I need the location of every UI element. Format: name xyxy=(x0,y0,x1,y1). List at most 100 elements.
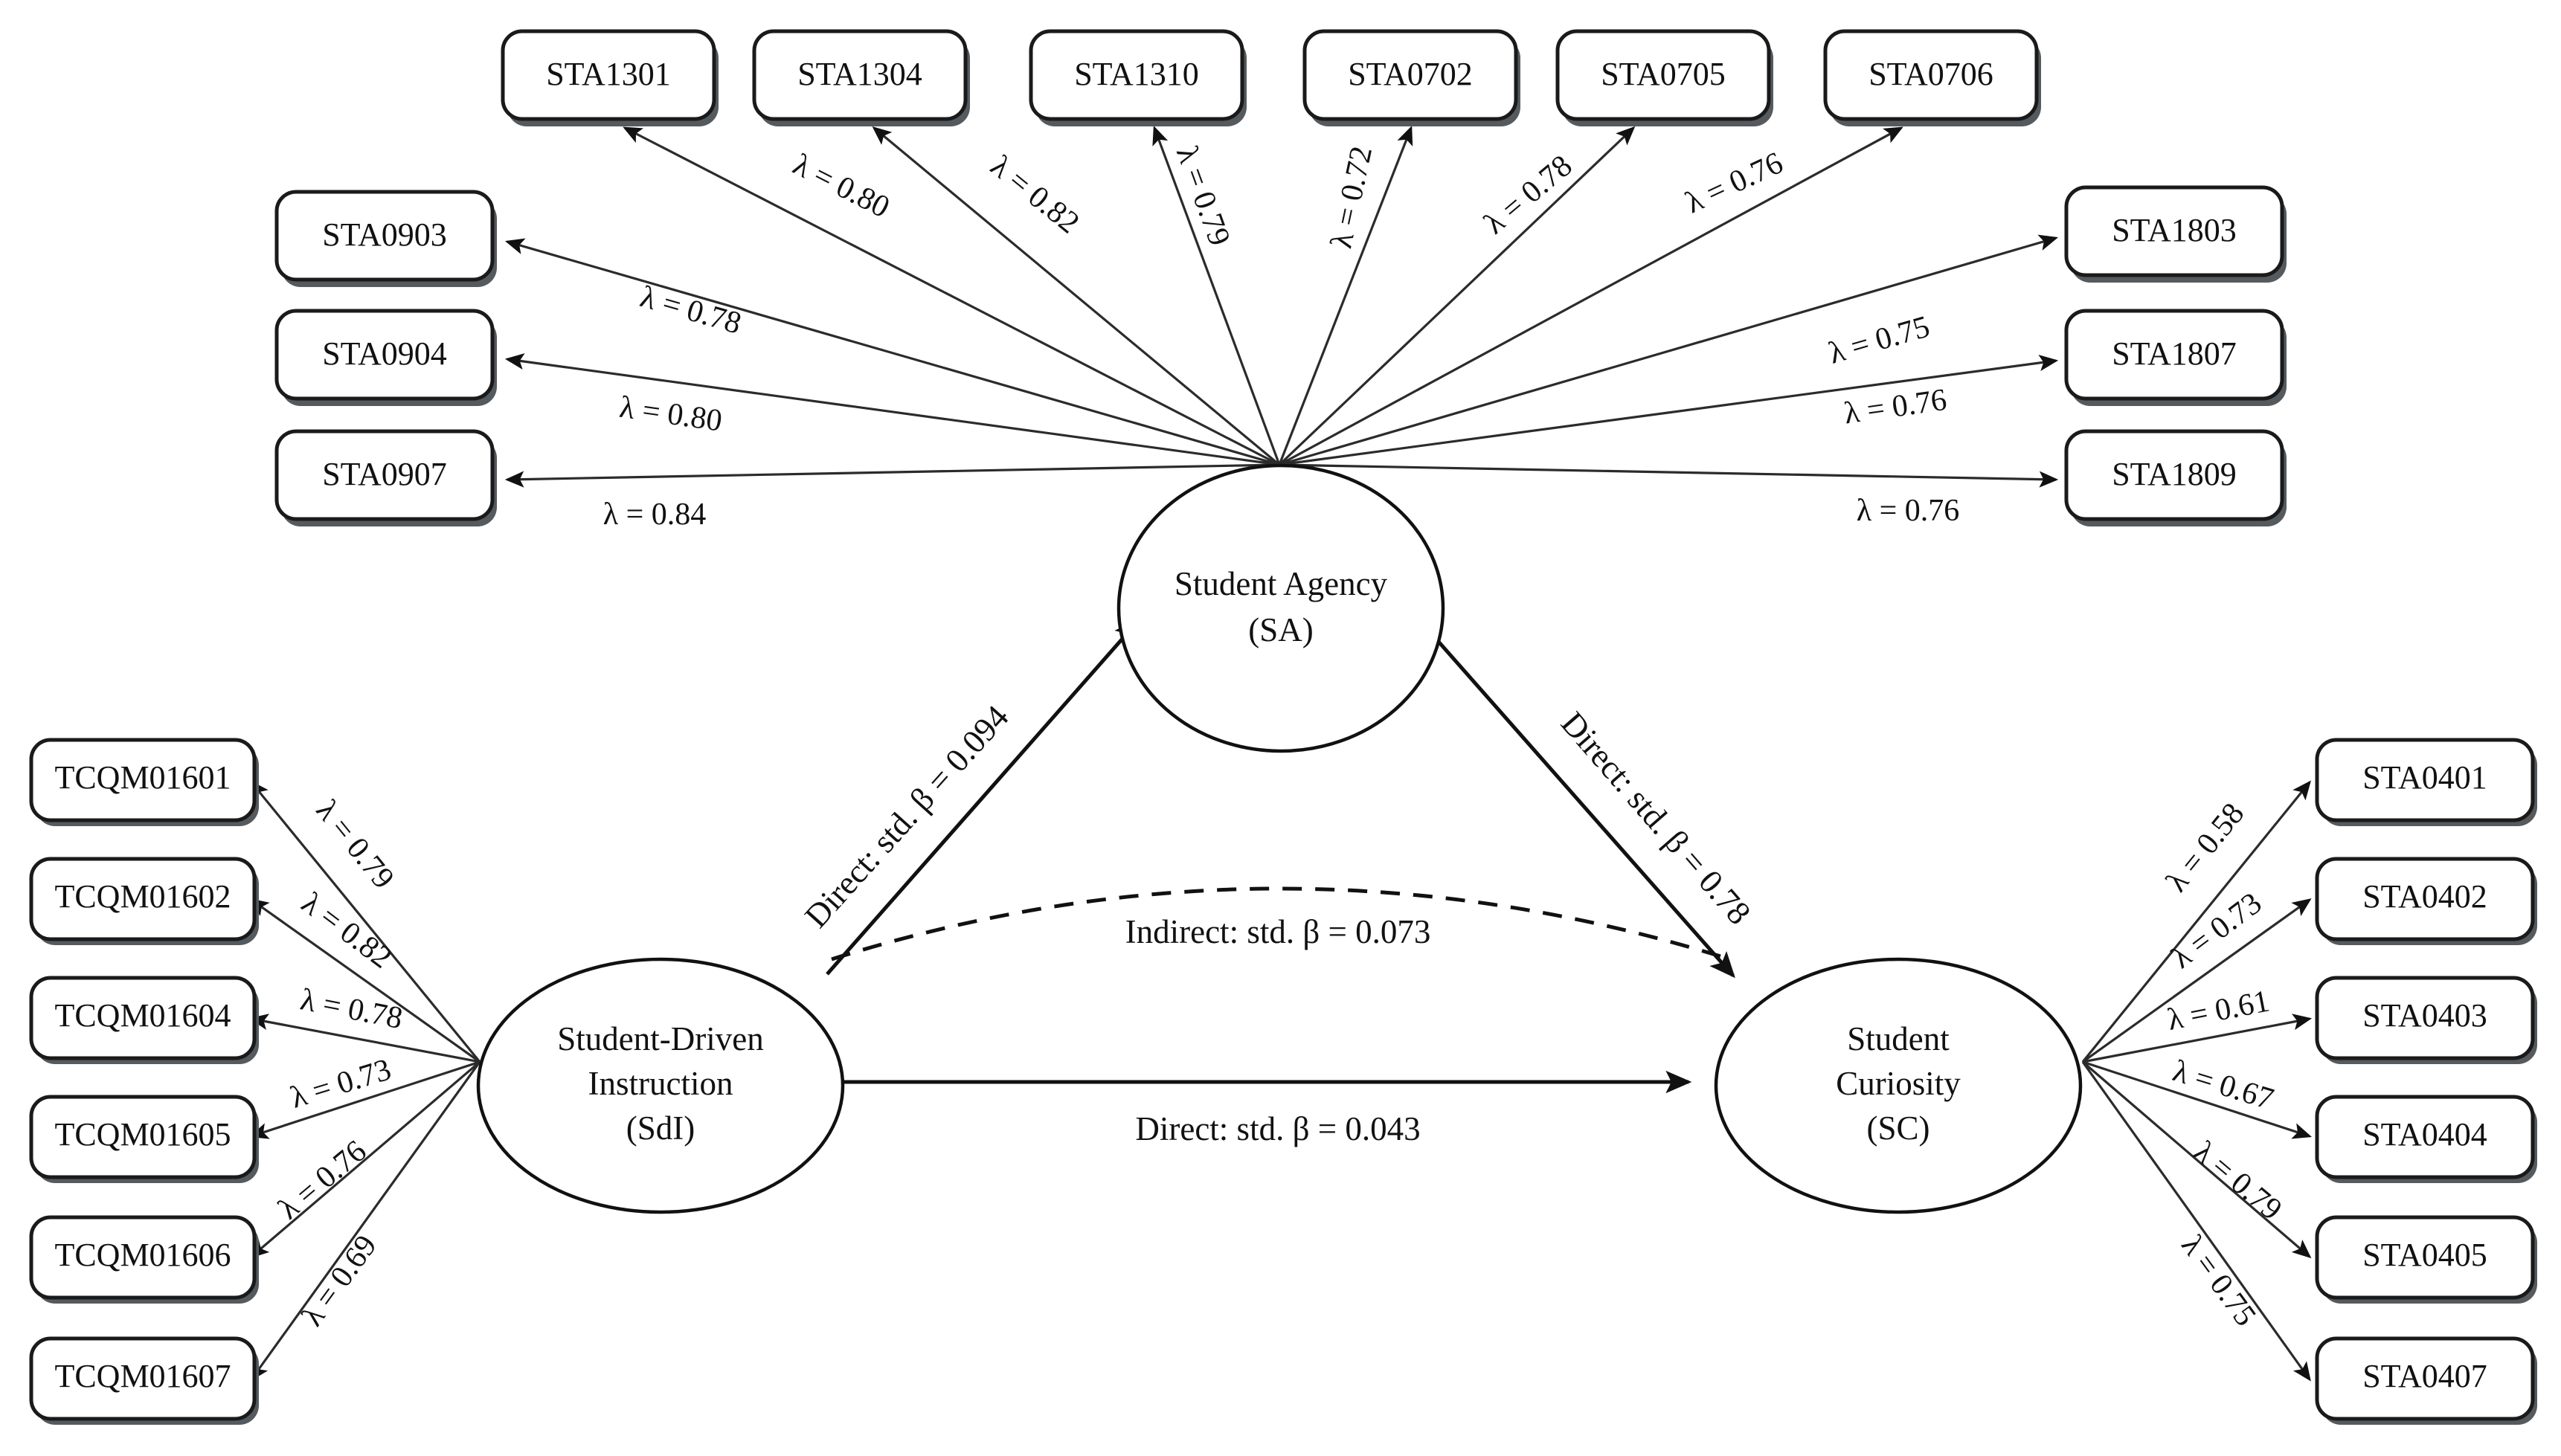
sc-indicator-boxes: STA0401 STA0402 STA0403 STA0404 STA0405 xyxy=(2315,738,2537,1425)
edge-sdi-tcqm01602 xyxy=(249,898,481,1063)
latent-sc-ellipse[interactable] xyxy=(1714,957,2083,1214)
node-sta1301[interactable]: STA1301 xyxy=(501,29,719,126)
node-tcqm01604-label: TCQM01604 xyxy=(54,997,231,1034)
edge-sc-sta0407 xyxy=(2081,1061,2311,1382)
loading-label-sta0706: λ = 0.76 xyxy=(1680,146,1788,220)
node-sta1803[interactable]: STA1803 xyxy=(2064,185,2287,283)
edge-sa-sta0903 xyxy=(504,238,1280,466)
latent-sdi-line3: (SdI) xyxy=(626,1109,695,1147)
edge-sa-to-sc xyxy=(1421,622,1735,979)
node-sta0403-label: STA0403 xyxy=(2362,997,2487,1034)
latent-sc-line1: Student xyxy=(1847,1020,1950,1057)
path-label-sdi-to-sa: Direct: std. β = 0.094 xyxy=(797,698,1016,935)
path-label-indirect: Indirect: std. β = 0.073 xyxy=(1125,913,1431,950)
latent-sa-line2: (SA) xyxy=(1248,611,1314,648)
node-tcqm01605[interactable]: TCQM01605 xyxy=(29,1095,259,1183)
node-sta0903[interactable]: STA0903 xyxy=(274,190,497,287)
structural-path-labels: Direct: std. β = 0.094 Direct: std. β = … xyxy=(797,698,1758,1147)
latent-sdi-line2: Instruction xyxy=(588,1065,733,1102)
sdi-edges xyxy=(248,780,481,1382)
loading-label-tcqm01604: λ = 0.78 xyxy=(298,982,405,1036)
edge-sa-sta0702 xyxy=(1278,126,1413,466)
loading-label-sta0405: λ = 0.79 xyxy=(2187,1135,2288,1227)
node-sta1310[interactable]: STA1310 xyxy=(1029,29,1247,126)
node-tcqm01601-label: TCQM01601 xyxy=(54,759,231,796)
latent-sc-line3: (SC) xyxy=(1866,1109,1929,1147)
node-tcqm01601[interactable]: TCQM01601 xyxy=(29,738,259,826)
edge-sc-sta0402 xyxy=(2082,898,2312,1063)
loading-label-sta1807: λ = 0.76 xyxy=(1842,383,1949,431)
node-sta0403[interactable]: STA0403 xyxy=(2315,976,2537,1064)
latent-sdi-ellipse[interactable] xyxy=(476,957,845,1214)
node-sta0702-label: STA0702 xyxy=(1348,56,1473,92)
node-sta0907-label: STA0907 xyxy=(322,456,447,492)
structural-path-edges xyxy=(826,618,1735,1094)
node-sta0401[interactable]: STA0401 xyxy=(2315,738,2537,826)
sa-top-edges xyxy=(623,125,1903,466)
node-sta0702[interactable]: STA0702 xyxy=(1302,29,1520,126)
sa-left-edges xyxy=(504,238,1280,488)
node-sta1809[interactable]: STA1809 xyxy=(2064,429,2287,526)
sa-right-indicator-boxes: STA1803 STA1807 STA1809 xyxy=(2064,185,2287,526)
latent-sc-line2: Curiosity xyxy=(1836,1065,1961,1102)
latent-sdi[interactable]: Student-Driven Instruction (SdI) xyxy=(476,957,845,1214)
latent-sa-ellipse[interactable] xyxy=(1116,463,1445,753)
node-sta1809-label: STA1809 xyxy=(2112,456,2237,492)
latent-sa[interactable]: Student Agency (SA) xyxy=(1116,463,1445,753)
node-tcqm01602[interactable]: TCQM01602 xyxy=(29,857,259,945)
loading-label-sta1803: λ = 0.75 xyxy=(1825,309,1933,370)
node-sta0404[interactable]: STA0404 xyxy=(2315,1095,2537,1183)
sa-right-loading-labels: λ = 0.75 λ = 0.76 λ = 0.76 xyxy=(1825,309,1959,528)
edge-sdi-to-sc-indirect xyxy=(831,886,1731,961)
edge-sdi-tcqm01605 xyxy=(248,1060,481,1139)
sa-left-indicator-boxes: STA0903 STA0904 STA0907 xyxy=(274,190,497,526)
node-sta0404-label: STA0404 xyxy=(2362,1116,2487,1153)
edge-sa-sta0706 xyxy=(1279,126,1903,466)
path-label-direct-sdi-sc: Direct: std. β = 0.043 xyxy=(1135,1110,1420,1147)
node-tcqm01607[interactable]: TCQM01607 xyxy=(29,1336,259,1425)
node-sta0407-label: STA0407 xyxy=(2362,1358,2487,1394)
node-sta1301-label: STA1301 xyxy=(546,56,671,92)
loading-label-sta0702: λ = 0.72 xyxy=(1324,144,1379,251)
node-tcqm01602-label: TCQM01602 xyxy=(54,878,231,915)
node-sta0705[interactable]: STA0705 xyxy=(1555,29,1773,126)
node-sta0405-label: STA0405 xyxy=(2362,1237,2487,1273)
sc-edges xyxy=(2081,780,2313,1382)
edge-sc-sta0405 xyxy=(2081,1060,2312,1259)
node-sta0402[interactable]: STA0402 xyxy=(2315,857,2537,945)
edge-sa-sta0904 xyxy=(504,353,1280,466)
node-sta0907[interactable]: STA0907 xyxy=(274,429,497,526)
node-sta0705-label: STA0705 xyxy=(1601,56,1726,92)
node-sta0405[interactable]: STA0405 xyxy=(2315,1215,2537,1304)
loading-label-sta1809: λ = 0.76 xyxy=(1857,494,1960,528)
loading-label-tcqm01601: λ = 0.79 xyxy=(309,794,401,896)
node-sta1807-label: STA1807 xyxy=(2112,335,2237,372)
node-tcqm01604[interactable]: TCQM01604 xyxy=(29,976,259,1064)
node-sta0402-label: STA0402 xyxy=(2362,878,2487,915)
loading-label-sta0907: λ = 0.84 xyxy=(603,497,707,532)
latent-sdi-line1: Student-Driven xyxy=(557,1020,763,1057)
edge-sa-sta0907 xyxy=(504,463,1280,488)
node-sta1304-label: STA1304 xyxy=(797,56,922,92)
node-sta0706-label: STA0706 xyxy=(1868,56,1993,92)
edge-sa-sta1803 xyxy=(1279,234,2059,466)
node-sta1807[interactable]: STA1807 xyxy=(2064,309,2287,406)
node-tcqm01606[interactable]: TCQM01606 xyxy=(29,1215,259,1304)
node-sta0407[interactable]: STA0407 xyxy=(2315,1336,2537,1425)
loading-label-tcqm01607: λ = 0.69 xyxy=(295,1229,384,1333)
latent-sc[interactable]: Student Curiosity (SC) xyxy=(1714,957,2083,1214)
edge-sdi-tcqm01604 xyxy=(248,1014,481,1063)
loading-label-sta0904: λ = 0.80 xyxy=(617,390,724,439)
sdi-indicator-boxes: TCQM01601 TCQM01602 TCQM01604 TCQM01605 xyxy=(29,738,259,1425)
latent-sa-line1: Student Agency xyxy=(1175,565,1388,602)
node-sta0706[interactable]: STA0706 xyxy=(1823,29,2041,126)
node-sta1310-label: STA1310 xyxy=(1074,56,1199,92)
edge-sa-sta1304 xyxy=(872,126,1281,466)
node-sta0904[interactable]: STA0904 xyxy=(274,309,497,406)
sc-loading-labels: λ = 0.58 λ = 0.73 λ = 0.61 λ = 0.67 λ = … xyxy=(2159,797,2288,1333)
edge-sa-sta1807 xyxy=(1279,354,2059,466)
edge-sc-sta0403 xyxy=(2082,1014,2313,1063)
node-sta1304[interactable]: STA1304 xyxy=(752,29,970,126)
edge-sc-sta0404 xyxy=(2082,1060,2313,1139)
